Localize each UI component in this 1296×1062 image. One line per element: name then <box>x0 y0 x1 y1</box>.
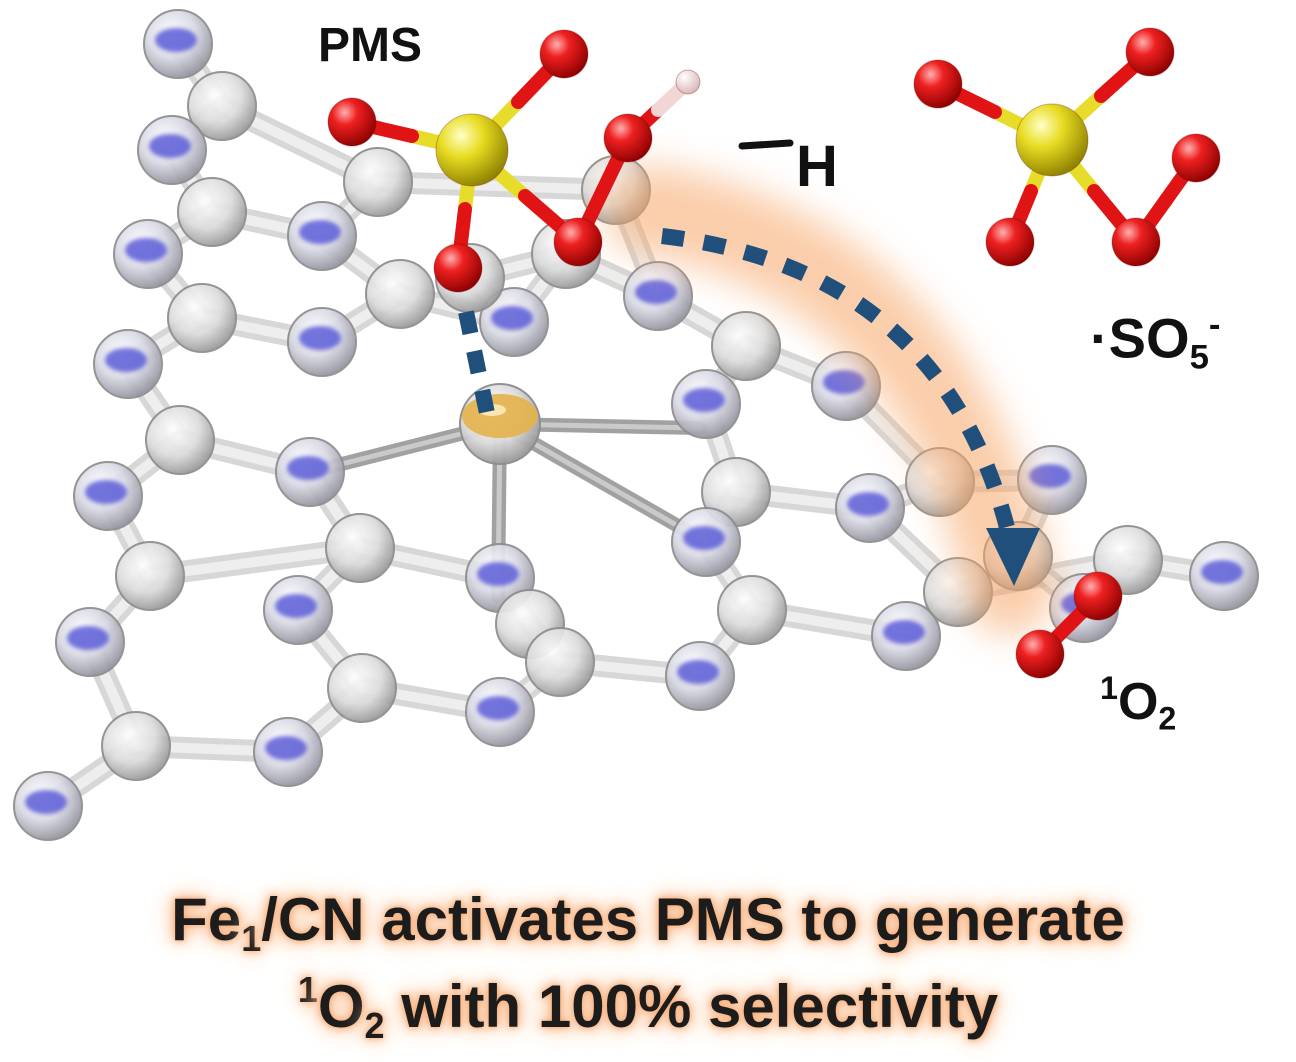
oxygen-atom <box>913 59 963 109</box>
caption-line-1: Fe1/CN activates PMS to generate <box>171 886 1125 959</box>
nitrogen-core <box>1201 560 1243 584</box>
transfer-glow-band <box>605 165 1055 635</box>
caption-line-2: 1O2 with 100% selectivity <box>297 969 999 1046</box>
minus-h-label: H <box>796 134 838 199</box>
singlet-oxygen-molecule <box>1015 571 1123 679</box>
nitrogen-core <box>105 348 147 372</box>
nitrogen-core <box>155 28 197 52</box>
nitrogen-core <box>823 370 865 394</box>
pms-molecule <box>327 29 701 293</box>
oxygen-atom <box>1171 133 1221 183</box>
nitrogen-core <box>265 736 307 760</box>
nitrogen-core <box>299 220 341 244</box>
oxygen-atom <box>1015 629 1065 679</box>
carbon-atom <box>167 283 237 353</box>
oxygen-atom <box>1073 571 1123 621</box>
nitrogen-core <box>125 238 167 262</box>
nitrogen-core <box>299 326 341 350</box>
nitrogen-core <box>1029 464 1071 488</box>
nitrogen-core <box>683 526 725 550</box>
carbon-atom <box>343 147 413 217</box>
pms-to-fe-dotted-line <box>458 310 496 420</box>
carbon-atom <box>145 405 215 475</box>
fe-single-atom <box>459 383 541 465</box>
lattice-bond-highlight <box>145 543 365 581</box>
sulfur-atom <box>435 113 509 187</box>
arrow-head <box>986 528 1040 586</box>
carbon-atom <box>101 711 171 781</box>
oxygen-atom <box>603 113 653 163</box>
so5-radical-label: ·SO5- <box>1090 306 1221 377</box>
nitrogen-core <box>883 620 925 644</box>
oxygen-atom <box>553 217 603 267</box>
carbon-atom <box>711 311 781 381</box>
hydrogen-atom <box>675 69 701 95</box>
nitrogen-core <box>85 480 127 504</box>
nitrogen-core <box>847 492 889 516</box>
nitrogen-core <box>477 562 519 586</box>
so5-radical-molecule <box>913 27 1221 267</box>
carbon-atom <box>115 541 185 611</box>
nitrogen-core <box>677 660 719 684</box>
carbon-atom <box>177 177 247 247</box>
nitrogen-core <box>275 594 317 618</box>
lattice-bond-highlight <box>373 177 621 195</box>
fe-core <box>462 394 538 438</box>
carbon-atom <box>327 653 397 723</box>
carbon-atom <box>365 259 435 329</box>
oxygen-atom <box>433 243 483 293</box>
minus-sign <box>738 139 794 150</box>
oxygen-atom <box>1111 217 1161 267</box>
nitrogen-core <box>491 306 533 330</box>
oxygen-atom <box>985 217 1035 267</box>
carbon-atom <box>187 71 257 141</box>
curved-dotted-arrow <box>661 228 1020 550</box>
singlet-oxygen-label: 1O2 <box>1100 670 1177 737</box>
carbon-atom <box>525 627 595 697</box>
oxygen-atom <box>327 97 377 147</box>
lattice-atoms <box>13 9 1259 841</box>
nitrogen-core <box>287 456 329 480</box>
nitrogen-core <box>477 696 519 720</box>
carbon-atom <box>717 575 787 645</box>
oxygen-atom <box>539 29 589 79</box>
nitrogen-core <box>683 388 725 412</box>
nitrogen-core <box>149 134 191 158</box>
reaction-arrows <box>458 228 1040 586</box>
transfer-glow <box>605 165 1055 635</box>
nitrogen-core <box>635 280 677 304</box>
nitrogen-core <box>67 626 109 650</box>
sulfur-atom <box>1015 103 1089 177</box>
oxygen-atom <box>1125 27 1175 77</box>
pms-label: PMS <box>318 19 423 72</box>
nitrogen-core <box>25 790 67 814</box>
carbon-atom <box>325 513 395 583</box>
